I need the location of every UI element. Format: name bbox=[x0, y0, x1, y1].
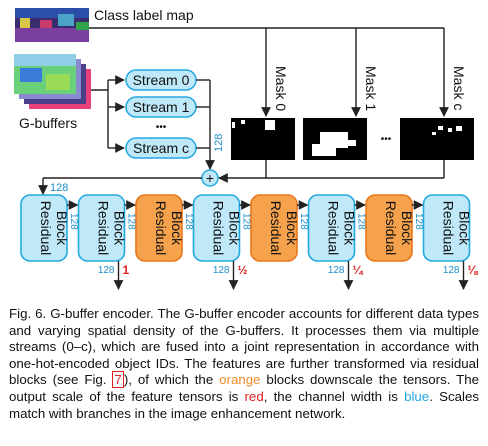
g-buffers-image-stack bbox=[14, 54, 91, 109]
caption-orange-word: orange bbox=[219, 372, 261, 388]
residual-block-label: Residual bbox=[383, 201, 399, 255]
figure-caption: Fig. 6. G-buffer encoder. The G-buffer e… bbox=[9, 306, 479, 422]
output-channel-label: 128 bbox=[213, 265, 230, 276]
residual-block-label: Block bbox=[284, 211, 300, 246]
caption-blue-word: blue bbox=[404, 388, 430, 404]
stream-0: Stream 0 bbox=[125, 69, 197, 91]
stream-merge-lines bbox=[196, 79, 215, 170]
residual-block-label: Block bbox=[169, 211, 185, 246]
mask-c-image bbox=[400, 118, 474, 160]
output-scale-label: ½ bbox=[238, 263, 248, 277]
channel-width-label: 128 bbox=[413, 213, 424, 230]
output-scale-label: 1 bbox=[123, 263, 130, 277]
stream-c: Stream c bbox=[125, 137, 197, 159]
residual-block-label: Block bbox=[342, 211, 358, 246]
residual-block-box bbox=[307, 194, 356, 262]
mask-routing-lines bbox=[89, 27, 449, 183]
residual-block-label: Block bbox=[112, 211, 128, 246]
mask-0-label: Mask 0 bbox=[273, 66, 289, 111]
residual-block-box bbox=[422, 194, 471, 262]
input-width-label: 128 bbox=[50, 182, 68, 194]
plus-sign: + bbox=[206, 170, 214, 186]
channel-width-label: 128 bbox=[298, 213, 309, 230]
channel-width-label: 128 bbox=[241, 213, 252, 230]
stream-1: Stream 1 bbox=[125, 96, 197, 118]
caption-part-3: blocks downscale the tensors. The output… bbox=[9, 372, 479, 404]
output-channel-label: 128 bbox=[328, 265, 345, 276]
mask-c-label: Mask c bbox=[451, 66, 467, 110]
g-buffer-branch-lines bbox=[91, 75, 125, 153]
channel-width-label: 128 bbox=[126, 213, 137, 230]
residual-block-box bbox=[192, 194, 241, 262]
residual-block-label: Residual bbox=[441, 201, 457, 255]
caption-part-1: Fig. 6. G-buffer encoder. The G-buffer e… bbox=[9, 306, 479, 388]
stream-ellipsis: ••• bbox=[156, 122, 167, 133]
residual-block-label: Block bbox=[54, 211, 70, 246]
caption-part-2: ), of which the bbox=[123, 372, 220, 388]
class-label-map-label: Class label map bbox=[94, 7, 194, 23]
mask-ellipsis: ••• bbox=[381, 134, 392, 145]
residual-block-label: Residual bbox=[211, 201, 227, 255]
output-channel-label: 128 bbox=[98, 265, 115, 276]
residual-block-box bbox=[77, 194, 126, 262]
residual-block-box bbox=[365, 194, 413, 262]
caption-part-5: . Scales match with branches in the imag… bbox=[9, 388, 479, 421]
residual-block-box bbox=[135, 194, 183, 262]
figure-reference-link[interactable]: 7 bbox=[112, 371, 124, 389]
plus-to-blocks-line bbox=[38, 177, 202, 195]
residual-block-box bbox=[250, 194, 298, 262]
residual-block-label: Block bbox=[399, 211, 415, 246]
channel-width-label: 128 bbox=[356, 213, 367, 230]
mask-1-label: Mask 1 bbox=[363, 66, 379, 111]
caption-part-4: , the channel width is bbox=[263, 388, 405, 404]
stream-1-label: Stream 1 bbox=[133, 99, 190, 115]
fusion-plus-node: + bbox=[201, 169, 219, 187]
g-buffer-encoder-diagram: Class label map G-buffers Stream 0 Strea… bbox=[14, 7, 479, 290]
stream-width-label: 128 bbox=[213, 134, 225, 152]
residual-block-label: Residual bbox=[96, 201, 112, 255]
class-label-map-image bbox=[15, 8, 89, 42]
channel-width-label: 128 bbox=[183, 213, 194, 230]
mask-1-image bbox=[303, 118, 367, 160]
residual-block-label: Residual bbox=[38, 201, 54, 255]
output-channel-label: 128 bbox=[443, 265, 460, 276]
residual-block-label: Block bbox=[457, 211, 473, 246]
caption-red-word: red bbox=[244, 388, 264, 404]
stream-c-label: Stream c bbox=[133, 140, 189, 156]
residual-block-box bbox=[20, 194, 68, 262]
mask-0-image bbox=[231, 118, 295, 160]
output-scale-label: ⅛ bbox=[468, 263, 479, 277]
channel-width-label: 128 bbox=[68, 213, 79, 230]
g-buffers-label: G-buffers bbox=[19, 115, 77, 131]
output-scale-label: ¼ bbox=[353, 263, 364, 277]
stream-0-label: Stream 0 bbox=[133, 72, 190, 88]
residual-block-label: Residual bbox=[268, 201, 284, 255]
residual-block-label: Block bbox=[227, 211, 243, 246]
residual-block-label: Residual bbox=[326, 201, 342, 255]
residual-block-label: Residual bbox=[153, 201, 169, 255]
